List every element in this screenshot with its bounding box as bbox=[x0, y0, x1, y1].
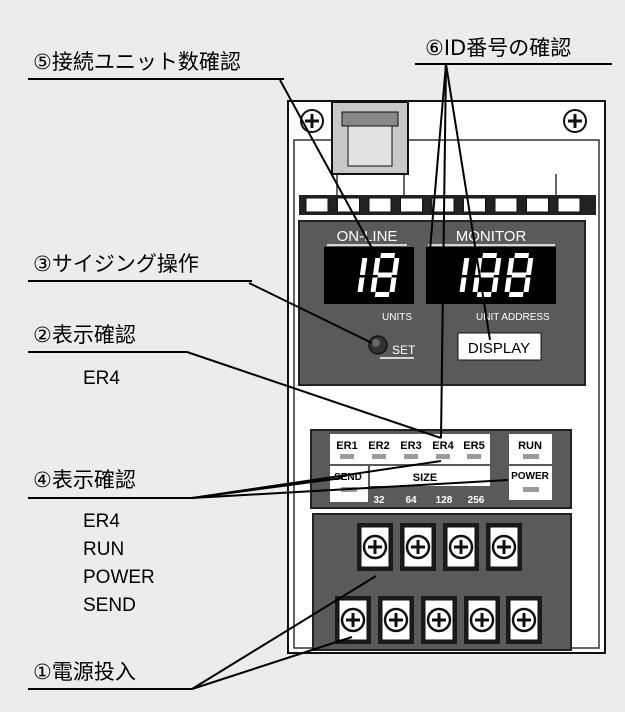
digit-segment bbox=[482, 253, 497, 258]
comb-strip bbox=[299, 195, 596, 215]
set-label: SET bbox=[392, 343, 416, 357]
digit-segment bbox=[523, 277, 531, 292]
digit-segment bbox=[374, 292, 390, 297]
size-64: 64 bbox=[405, 495, 417, 506]
power-label: POWER bbox=[511, 471, 550, 482]
callout-5-unit-count: ⑤接続ユニット数確認 bbox=[33, 50, 241, 74]
units-label: UNITS bbox=[382, 312, 412, 323]
size-label: SIZE bbox=[413, 472, 437, 484]
digit-segment bbox=[391, 258, 400, 275]
set-button[interactable] bbox=[368, 335, 388, 355]
digit-segment bbox=[476, 292, 492, 297]
digit-segment bbox=[377, 272, 393, 278]
run-label: RUN bbox=[518, 440, 542, 452]
digit-segment bbox=[459, 277, 467, 292]
size-256: 256 bbox=[468, 495, 485, 506]
digit-segment bbox=[357, 277, 365, 292]
callout-4-item-run: RUN bbox=[83, 539, 125, 560]
online-digits bbox=[357, 253, 400, 297]
terminal-screw-icon bbox=[335, 596, 371, 644]
digit-segment bbox=[511, 272, 527, 278]
callout-6-id-number: ⑥ID番号の確認 bbox=[425, 36, 572, 60]
display-button[interactable] bbox=[457, 332, 542, 361]
online-label: ON-LINE bbox=[337, 228, 398, 245]
terminal-screw-icon bbox=[486, 523, 522, 571]
terminal-screw-icon bbox=[400, 523, 436, 571]
digit-segment bbox=[380, 253, 395, 258]
screw-icon-right bbox=[563, 109, 587, 133]
digit-segment bbox=[359, 258, 368, 275]
digit-segment bbox=[508, 292, 524, 297]
online-display bbox=[324, 247, 414, 304]
terminal-screw-icon bbox=[378, 596, 414, 644]
digit-segment bbox=[479, 272, 495, 278]
led-er3: ER3 bbox=[400, 440, 421, 452]
digit-segment bbox=[370, 277, 378, 292]
callout-1-power-on: ①電源投入 bbox=[33, 660, 136, 684]
terminal-screw-icon bbox=[506, 596, 542, 644]
callout-3-sizing: ③サイジング操作 bbox=[33, 252, 199, 276]
digit-segment bbox=[472, 277, 480, 292]
size-32: 32 bbox=[373, 495, 385, 506]
power-led-block bbox=[509, 466, 552, 500]
comb-tooth bbox=[400, 197, 423, 213]
digit-segment bbox=[389, 277, 397, 292]
callout-4-item-power: POWER bbox=[83, 567, 155, 588]
size-128: 128 bbox=[436, 495, 453, 506]
callout-4-display-check: ④表示確認 bbox=[33, 468, 136, 492]
digit-segment bbox=[525, 258, 534, 275]
screw-icon-left bbox=[300, 109, 324, 133]
led-er4: ER4 bbox=[432, 440, 454, 452]
display-button-label: DISPLAY bbox=[468, 340, 530, 357]
comb-tooth bbox=[526, 197, 549, 213]
comb-tooth bbox=[557, 197, 581, 213]
comb-tooth bbox=[431, 197, 455, 213]
comb-tooth bbox=[368, 197, 392, 213]
terminal-screw-icon bbox=[357, 523, 393, 571]
terminal-screw-icon bbox=[443, 523, 479, 571]
led-er2: ER2 bbox=[368, 440, 389, 452]
terminal-screw-icon bbox=[421, 596, 457, 644]
led-er5: ER5 bbox=[463, 440, 484, 452]
led-er1: ER1 bbox=[336, 440, 357, 452]
top-connector bbox=[331, 101, 409, 175]
terminal-screw-icon bbox=[464, 596, 500, 644]
digit-segment bbox=[504, 277, 512, 292]
digit-segment bbox=[372, 258, 381, 275]
callout-4-item-send: SEND bbox=[83, 595, 136, 616]
callout-2-item-er4: ER4 bbox=[83, 368, 120, 389]
digit-segment bbox=[493, 258, 502, 275]
digit-segment bbox=[514, 253, 529, 258]
digit-segment bbox=[506, 258, 515, 275]
callout-2-display-check: ②表示確認 bbox=[33, 323, 136, 347]
callout-4-item-er4: ER4 bbox=[83, 511, 120, 532]
monitor-label: MONITOR bbox=[456, 228, 527, 245]
size-block bbox=[370, 466, 490, 486]
digit-segment bbox=[491, 277, 499, 292]
comb-tooth bbox=[305, 197, 329, 213]
comb-tooth bbox=[494, 197, 518, 213]
leader-lines bbox=[28, 63, 612, 690]
unit-address-label: UNIT ADDRESS bbox=[476, 312, 550, 323]
send-label: SEND bbox=[334, 472, 362, 483]
digit-segment bbox=[461, 258, 470, 275]
